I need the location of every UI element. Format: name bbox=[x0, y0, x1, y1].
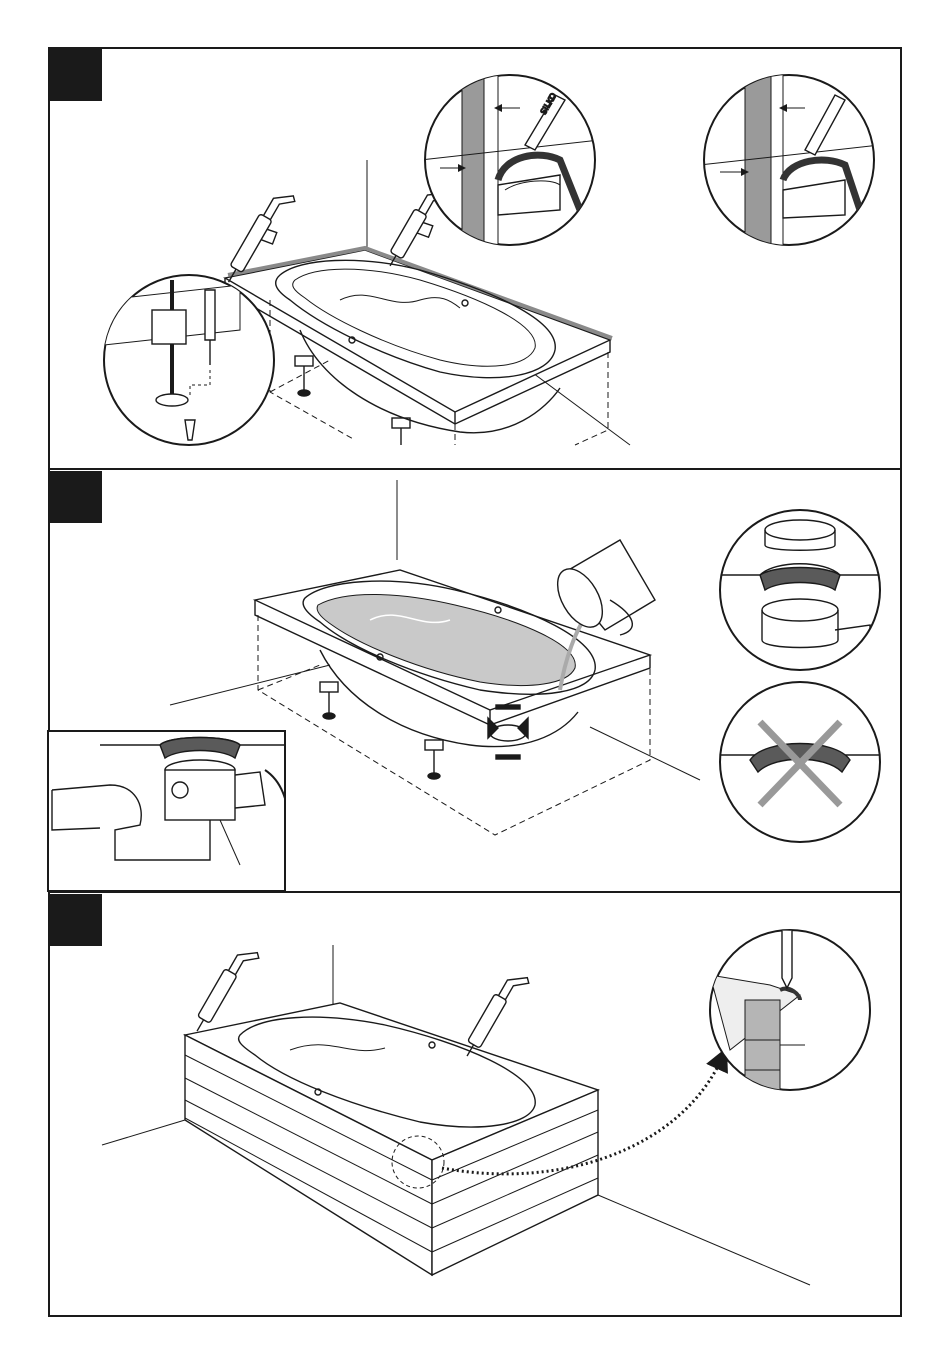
wrong-gasket-icon bbox=[720, 682, 880, 842]
wall-seal-detail-icon bbox=[700, 70, 880, 260]
bucket-icon bbox=[548, 540, 655, 635]
waste-trap-icon bbox=[48, 731, 290, 891]
section-3-tiling bbox=[102, 930, 870, 1285]
foot-detail-icon bbox=[104, 275, 274, 445]
drain-gasket-icon bbox=[720, 510, 880, 670]
section-2-water-test bbox=[48, 480, 880, 891]
wall-seal-detail-icon: SILKO bbox=[420, 70, 600, 260]
section-1-bath-installation: SILKO bbox=[104, 70, 880, 445]
silicone-joint-detail-icon bbox=[710, 930, 870, 1100]
adjustable-foot-icon bbox=[320, 682, 443, 779]
